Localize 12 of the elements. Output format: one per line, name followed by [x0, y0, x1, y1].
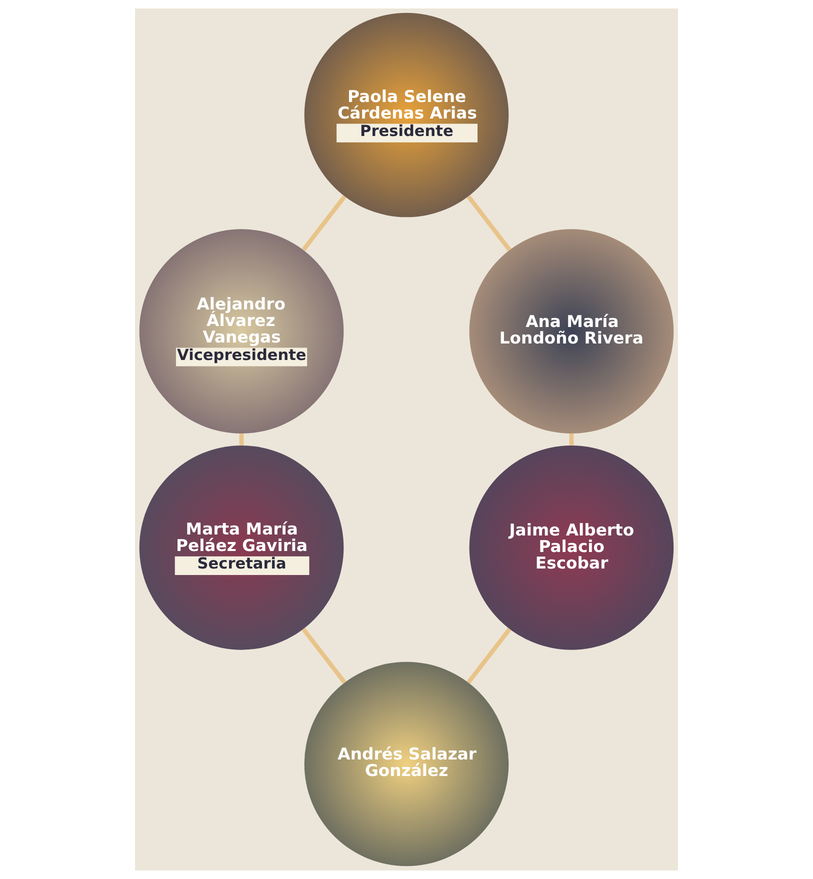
connector [569, 434, 574, 446]
connector [239, 434, 244, 446]
node-circle: Jaime Alberto Palacio Escobar [469, 446, 674, 650]
connector [302, 195, 346, 252]
connector [466, 195, 512, 252]
node-circle: Alejandro Álvarez Vanegas Vicepresidente [139, 229, 344, 434]
node-circle: Marta María Peláez Gaviria Secretaria [139, 446, 344, 650]
node-circle: Paola Selene Cárdenas Arias Presidente [304, 12, 509, 218]
connector [466, 628, 512, 684]
connector [302, 628, 346, 684]
node-circle: Ana María Londoño Rivera [469, 229, 674, 434]
node-circle: Andrés Salazar González [304, 662, 509, 866]
